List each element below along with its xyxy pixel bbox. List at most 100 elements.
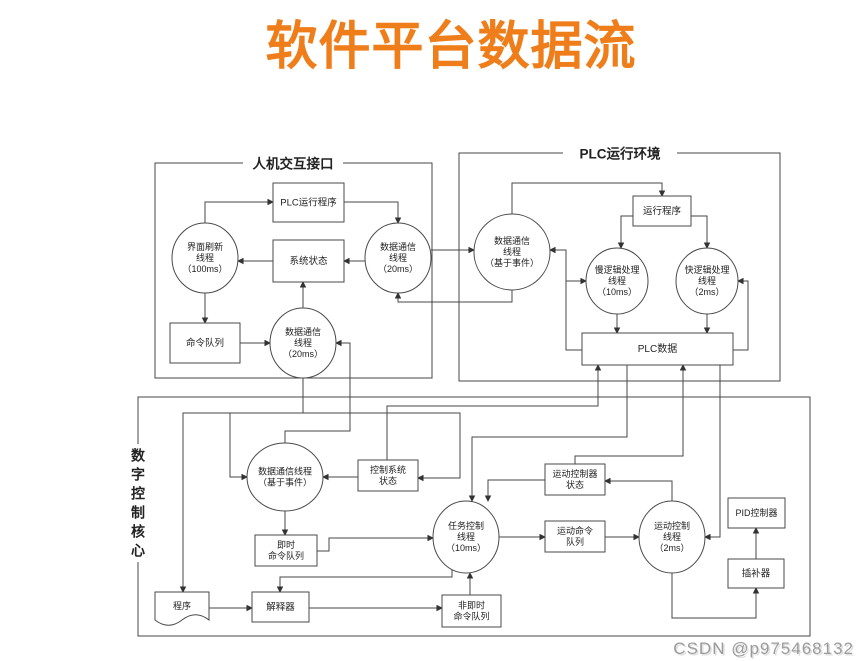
node-data-comm-thread-20ms-b: 数据通信线程（20ms） (269, 307, 337, 379)
edge-event-comm-plc-to-data-comm-a (394, 290, 513, 303)
node-label: 解释器 (266, 601, 295, 613)
node-shape (638, 500, 706, 574)
edge-plc-program-to-data-comm-a (344, 201, 402, 224)
node-non-instant-command-queue: 非即时命令队列 (441, 594, 502, 628)
edge-motion-control-to-motion-controller-state (604, 477, 673, 501)
edge-plc-data-to-motion-control (704, 365, 721, 541)
edge-task-control-to-interpreter (276, 570, 453, 593)
edge-plc-data-to-task-control (468, 365, 628, 502)
node-shape (441, 594, 502, 628)
node-shape (581, 332, 734, 366)
region-title: 人机交互接口 (253, 156, 334, 172)
node-data-comm-thread-event-core: 数据通信线程（基于事件） (246, 442, 324, 512)
node-shape (544, 520, 606, 553)
node-shape (544, 463, 606, 496)
node-plc-run-program: PLC运行程序 (272, 182, 345, 223)
node-label: 数据通信线程（20ms） (283, 326, 323, 359)
node-shape (727, 558, 785, 589)
edge-data-comm-b-to-control-system-state (303, 412, 461, 482)
node-shape (169, 322, 241, 364)
region-title-char: 心 (131, 543, 145, 559)
node-label: PID控制器 (735, 507, 777, 518)
node-control-system-state: 控制系统状态 (357, 459, 419, 492)
edge-control-system-state-to-plc-data (386, 364, 602, 460)
node-task-control-thread: 任务控制线程（10ms） (432, 500, 500, 574)
node-shape (432, 500, 500, 574)
node-command-queue: 命令队列 (169, 322, 241, 364)
edge-event-comm-core-to-data-comm-b (284, 339, 351, 443)
node-shape (246, 442, 324, 512)
edge-instant-queue-to-task-control (317, 534, 434, 552)
node-label: 运动控制器状态 (552, 468, 597, 490)
node-pid-controller: PID控制器 (727, 497, 786, 529)
region-title-char: 控 (131, 486, 145, 502)
node-shape (473, 213, 551, 291)
node-label: 命令队列 (186, 337, 224, 349)
node-label: PLC运行程序 (280, 196, 337, 208)
node-label: 运动控制线程（2ms） (654, 520, 690, 553)
node-shape (632, 195, 692, 227)
node-shape (272, 239, 345, 283)
edge-event-comm-plc-to-run-program (511, 182, 666, 214)
node-shape (357, 459, 419, 492)
region-title-char: 核 (131, 524, 145, 540)
node-label: 插补器 (742, 567, 771, 579)
node-system-state: 系统状态 (272, 239, 345, 283)
node-label: 非即时命令队列 (453, 600, 489, 622)
region-title-char: 制 (131, 505, 145, 521)
node-label: 界面刷新线程（100ms） (182, 241, 227, 274)
node-label: 系统状态 (289, 255, 328, 267)
edge-motion-controller-state-to-task-control (484, 479, 545, 502)
node-instant-command-queue: 即时命令队列 (254, 534, 318, 567)
region-title-char: 数 (131, 448, 146, 464)
node-shape (254, 534, 318, 567)
node-label: 程序 (173, 600, 191, 611)
node-label: 数据通信线程（基于事件） (258, 466, 312, 488)
node-label: 慢逻辑处理线程（10ms） (594, 264, 639, 297)
node-run-program: 运行程序 (632, 195, 692, 227)
node-label: 任务控制线程（10ms） (446, 520, 486, 553)
node-fast-logic-thread: 快逻辑处理线程（2ms） (675, 247, 739, 315)
edge-data-comm-b-to-event-comm-core (229, 413, 248, 481)
node-slow-logic-thread: 慢逻辑处理线程（10ms） (585, 247, 649, 315)
node-label: PLC数据 (638, 342, 677, 355)
node-shape (364, 222, 432, 294)
region-label-plc-env: PLC运行环境 (563, 144, 677, 162)
node-ui-refresh-thread: 界面刷新线程（100ms） (171, 222, 239, 294)
node-shape (585, 247, 649, 315)
edge-run-program-to-fast-logic (691, 215, 711, 249)
node-label: 数据通信线程（20ms） (378, 241, 418, 274)
node-shape (171, 222, 239, 294)
node-motion-control-thread: 运动控制线程（2ms） (638, 500, 706, 574)
edge-plc-data-to-event-comm-plc (549, 246, 582, 351)
node-shape (727, 497, 786, 529)
edge-data-comm-b-to-program (179, 378, 304, 593)
node-shape (251, 591, 310, 623)
region-title: PLC运行环境 (580, 146, 661, 162)
node-data-comm-thread-20ms-a: 数据通信线程（20ms） (364, 222, 432, 294)
node-motion-controller-state: 运动控制器状态 (544, 463, 606, 496)
node-label: 运行程序 (643, 205, 682, 217)
document-shape (154, 591, 210, 626)
node-label: 控制系统状态 (370, 464, 406, 486)
region-title-char: 字 (131, 467, 145, 483)
node-label: 即时命令队列 (268, 539, 304, 561)
node-label: 数据通信线程（基于事件） (485, 235, 539, 268)
node-interpreter: 解释器 (251, 591, 310, 623)
slide-title: 软件平台数据流 (265, 18, 637, 76)
node-shape (675, 247, 739, 315)
node-label: 运动命令队列 (557, 525, 593, 547)
node-data-comm-thread-event-plc: 数据通信线程（基于事件） (473, 213, 551, 291)
edge-motion-control-to-interpolator (671, 573, 760, 619)
node-interpolator: 插补器 (727, 558, 785, 589)
node-motion-command-queue: 运动命令队列 (544, 520, 606, 553)
edge-run-program-to-slow-logic (617, 215, 633, 249)
watermark: CSDN @p975468132 (673, 639, 854, 658)
edge-plc-data-to-fast-logic (733, 277, 749, 351)
region-label-hmi: 人机交互接口 (243, 154, 343, 172)
node-shape (269, 307, 337, 379)
node-program: 程序 (154, 591, 210, 626)
